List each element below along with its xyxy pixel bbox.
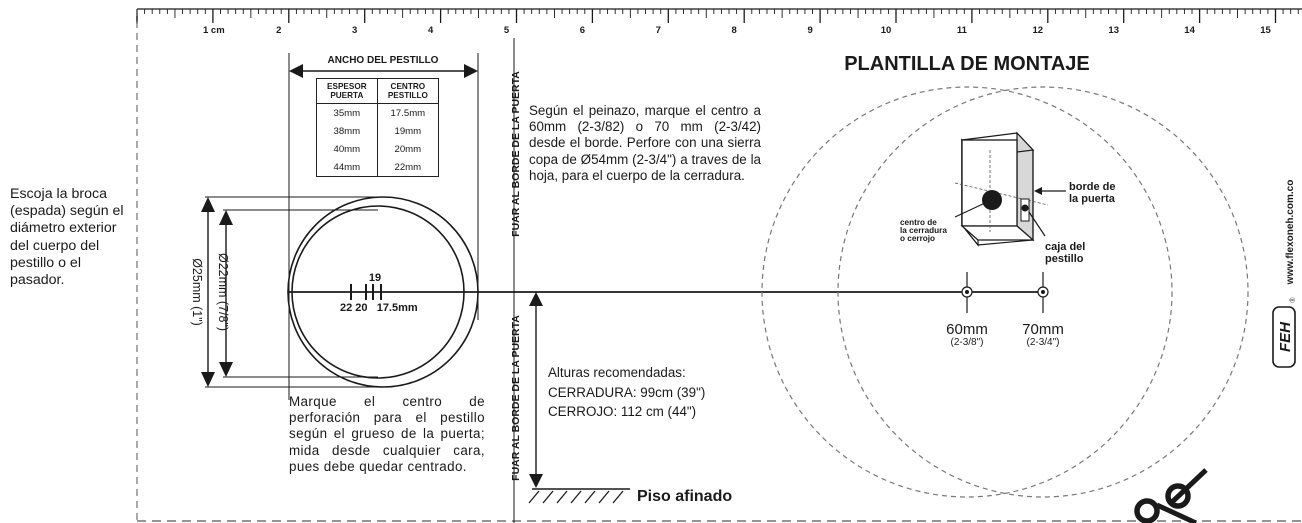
hole-circle-70mm <box>837 86 1249 498</box>
ruler-number: 9 <box>807 25 812 36</box>
door-edge-line-2: la puerta <box>1069 193 1116 205</box>
ruler-number: 13 <box>1108 25 1119 36</box>
drill-bit-note: Escoja la broca (espada) según el diámet… <box>10 186 124 289</box>
latch-center-header-line1: CENTRO <box>390 82 426 91</box>
latch-width-arrow-left <box>289 64 303 78</box>
ruler-ticks <box>136 9 1299 23</box>
table-cell: 44mm <box>333 162 361 173</box>
height-arrow-top <box>529 292 543 306</box>
latch-width-arrow-right <box>464 64 478 78</box>
inner-diameter-arrow-bottom <box>219 362 233 377</box>
latch-center-header-line2: PESTILLO <box>387 91 428 100</box>
center-marking-note: Marque el centro de perforación para el … <box>289 394 485 474</box>
latch-width-label: ANCHO DEL PESTILLO <box>328 55 439 66</box>
ruler-number: 2 <box>276 25 281 36</box>
table-cell: 35mm <box>333 108 361 119</box>
table-row: 44mm 22mm <box>317 158 439 177</box>
door-thickness-header-line1: ESPESOR <box>327 82 367 91</box>
outer-diameter-label: Ø25mm (1") <box>190 258 204 326</box>
mark-70mm-dot <box>1041 290 1045 294</box>
latch-mark-19: 19 <box>369 272 381 284</box>
offset-70mm-label: 70mm <box>1022 321 1064 338</box>
heights-lock: CERRADURA: 99cm (39") <box>548 384 706 400</box>
inner-diameter-label: Ø22mm (7/8") <box>216 253 230 331</box>
ruler-number: 14 <box>1184 25 1195 36</box>
brand-website: www.flexoneh.com.co <box>1285 180 1296 286</box>
offset-60mm-inch: (2-3/8") <box>950 337 983 348</box>
door-thickness-header-line2: PUERTA <box>330 91 364 100</box>
ruler-number: 4 <box>428 25 434 36</box>
table-cell: 38mm <box>333 126 361 137</box>
table-cell: 22mm <box>376 158 439 177</box>
heights-bolt: CERROJO: 112 cm (44") <box>548 404 697 419</box>
table-row: 35mm 17.5mm <box>317 103 439 122</box>
ruler-number: 12 <box>1033 25 1044 36</box>
latch-box-line-1: caja del <box>1045 241 1085 253</box>
outer-diameter-arrow-bottom <box>201 372 215 387</box>
door-illustration <box>954 131 1049 247</box>
lock-center-leader <box>954 202 986 218</box>
brand-logo-text: FEH <box>1277 321 1294 352</box>
latch-marks-bottom: 22 20 17.5mm <box>340 302 418 314</box>
mark-60mm-dot <box>965 290 969 294</box>
table-row: 38mm 19mm <box>317 122 439 140</box>
ruler-number: 7 <box>656 25 661 36</box>
table-row: 40mm 20mm <box>317 140 439 158</box>
table-cell: 20mm <box>376 140 439 158</box>
brand-registered: ® <box>1289 297 1297 303</box>
ruler-number: 8 <box>732 25 737 36</box>
latch-box-leader <box>1028 211 1046 237</box>
lock-center-line-2: la cerradura <box>900 226 947 235</box>
outer-diameter-arrow-top <box>201 197 215 212</box>
ruler-unit-label: 1 cm <box>203 25 225 36</box>
edge-label-top: FUAR AL BORDE DE LA PUERTA <box>510 71 522 237</box>
table-cell: 17.5mm <box>376 103 439 122</box>
table-cell: 19mm <box>376 122 439 140</box>
heights-title: Alturas recomendadas: <box>548 365 686 380</box>
height-arrow-bottom <box>529 474 543 488</box>
ruler: 1 cm 2 3 4 5 6 7 8 9 10 11 12 13 14 15 <box>136 8 1302 36</box>
ruler-number: 11 <box>957 25 968 36</box>
latch-box-line-2: pestillo <box>1045 253 1084 265</box>
template-title: PLANTILLA DE MONTAJE <box>844 53 1090 75</box>
latch-width-label-bg <box>314 52 452 66</box>
ruler-number: 6 <box>580 25 585 36</box>
inner-bore-circle <box>291 205 465 379</box>
outer-diameter-label-bg <box>180 248 198 336</box>
lock-center-line-3: o cerrojo <box>900 234 935 243</box>
ruler-number: 5 <box>504 25 510 36</box>
offset-60mm-label: 60mm <box>946 321 988 338</box>
floor-label: Piso afinado <box>637 488 732 505</box>
inner-diameter-arrow-top <box>219 210 233 225</box>
brand-logo: FEH <box>1272 306 1296 368</box>
door-edge-arrow <box>1034 187 1042 195</box>
lock-center-line-1: centro de <box>900 218 937 227</box>
recommended-heights: Alturas recomendadas: CERRADURA: 99cm (3… <box>548 363 705 422</box>
table-cell: 40mm <box>333 144 361 155</box>
floor-hatch <box>528 488 630 504</box>
latch-center-marks <box>350 284 382 300</box>
offset-70mm-inch: (2-3/4") <box>1026 337 1059 348</box>
ruler-number: 15 <box>1260 25 1271 36</box>
hole-circle-60mm <box>761 86 1173 498</box>
scissors-icon <box>1134 468 1208 523</box>
door-edge-line-1: borde de <box>1069 181 1115 193</box>
ruler-number: 3 <box>352 25 357 36</box>
ruler-numbers: 2 3 4 5 6 7 8 9 10 11 12 13 14 15 <box>276 25 1271 36</box>
ruler-number: 10 <box>881 25 892 36</box>
hole-saw-instructions: Según el peinazo, marque el centro a 60m… <box>529 103 761 183</box>
edge-label-bottom: FUAR AL BORDE DE LA PUERTA <box>510 315 522 481</box>
